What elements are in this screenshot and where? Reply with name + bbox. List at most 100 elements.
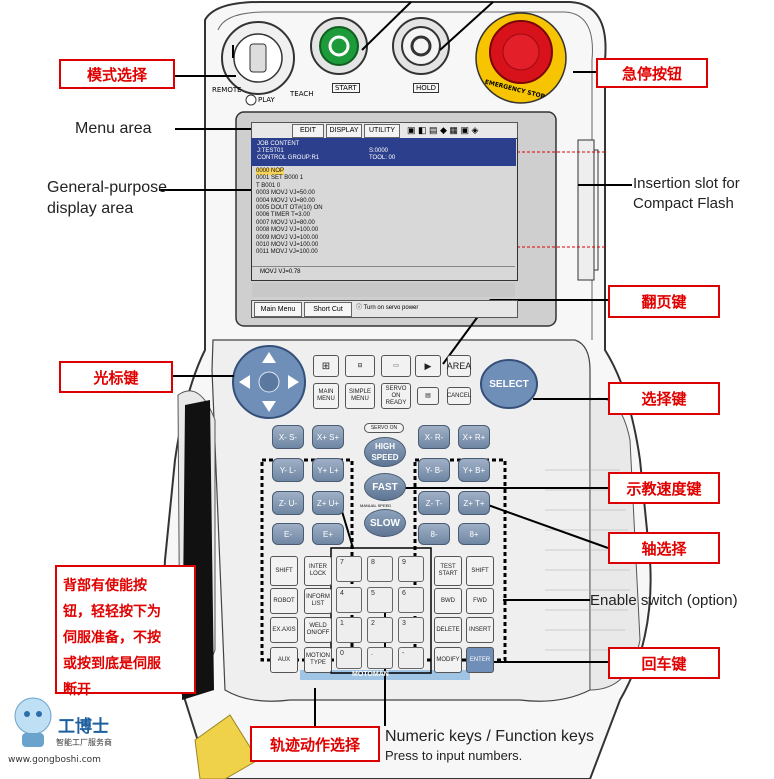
slow-key[interactable]: SLOW	[364, 509, 406, 537]
main-menu-softkey[interactable]: Main Menu	[254, 302, 302, 317]
job-header-title: JOB CONTENT	[257, 141, 300, 147]
num-key-5[interactable]: 5	[367, 587, 393, 613]
axis-key-zt-plus[interactable]: Z+ T+	[458, 491, 490, 515]
callout-emergency-stop: 急停按钮	[596, 58, 708, 88]
modify-key[interactable]: MODIFY	[434, 647, 462, 673]
job-line[interactable]: 0011 MOVJ VJ=100.00	[256, 249, 318, 256]
coord-key[interactable]: ⊟	[345, 355, 375, 377]
watermark-url: www.gongboshi.com	[8, 755, 101, 765]
callout-select-key: 选择键	[608, 382, 720, 415]
status-message-text: Turn on servo power	[363, 305, 419, 311]
axis-key-xr-plus[interactable]: X+ R+	[458, 425, 490, 449]
axis-key-zu-plus[interactable]: Z+ U+	[312, 491, 344, 515]
insert-key[interactable]: INSERT	[466, 617, 494, 643]
job-line[interactable]: 0005 DOUT OT#(10) ON	[256, 205, 323, 212]
mode-selector-switch[interactable]	[222, 22, 294, 94]
job-line[interactable]: 0007 MOVJ VJ=80.00	[256, 219, 315, 226]
num-key-2[interactable]: 2	[367, 617, 393, 643]
job-line[interactable]: 0006 TIMER T=3.00	[256, 212, 310, 219]
bwd-key[interactable]: BWD	[434, 588, 462, 614]
num-key-6[interactable]: 6	[398, 587, 424, 613]
label-insertion-slot-2: Compact Flash	[633, 195, 734, 212]
num-key-dot[interactable]: .	[367, 647, 393, 669]
num-key-4[interactable]: 4	[336, 587, 362, 613]
axis-key-yb-plus[interactable]: Y+ B+	[458, 458, 490, 482]
ex-axis-key[interactable]: EX.AXIS	[270, 617, 298, 643]
watermark-sub: 智能工厂服务商	[56, 738, 112, 747]
assist-key[interactable]: ▤	[417, 387, 439, 405]
job-header-group: CONTROL GROUP:R1	[257, 155, 320, 161]
test-start-key[interactable]: TEST START	[434, 556, 462, 586]
menu-edit-button[interactable]: EDIT	[292, 124, 324, 138]
label-general-display-2: display area	[47, 200, 134, 217]
emergency-stop-button[interactable]	[476, 13, 566, 103]
multi-key[interactable]: ⊞	[313, 355, 339, 377]
num-key-0[interactable]: 0	[336, 647, 362, 669]
axis-key-zu-minus[interactable]: Z- U-	[272, 491, 304, 515]
job-line[interactable]: 0004 MOVJ VJ=80.00	[256, 197, 315, 204]
select-key[interactable]: SELECT	[489, 378, 529, 390]
axis-key-8-plus[interactable]: 8+	[458, 523, 490, 545]
status-message: ⓘ Turn on servo power	[356, 302, 506, 315]
job-header-tool: TOOL: 00	[369, 155, 396, 161]
cancel-key[interactable]: CANCEL	[447, 387, 471, 405]
fwd-key[interactable]: FWD	[466, 588, 494, 614]
job-line[interactable]: T B001 0	[256, 182, 281, 189]
num-key-1[interactable]: 1	[336, 617, 362, 643]
menu-area: EDIT DISPLAY UTILITY ▣ ◧ ▤ ◆ ▦ ▣ ◈	[251, 122, 518, 140]
menu-utility-button[interactable]: UTILITY	[364, 124, 400, 138]
num-key-7[interactable]: 7	[336, 556, 362, 582]
page-key[interactable]: ▶	[415, 355, 441, 377]
axis-key-zt-minus[interactable]: Z- T-	[418, 491, 450, 515]
fast-key[interactable]: FAST	[364, 473, 406, 501]
job-lines: 0000 NOP 0001 SET B000 1 T B001 0 0003 M…	[256, 168, 323, 257]
main-menu-key[interactable]: MAIN MENU	[313, 383, 339, 409]
display-key[interactable]: ▭	[381, 355, 411, 377]
axis-key-e-plus[interactable]: E+	[312, 523, 344, 545]
simple-menu-key[interactable]: SIMPLE MENU	[345, 383, 375, 409]
axis-key-xr-minus[interactable]: X- R-	[418, 425, 450, 449]
axis-key-yl-minus[interactable]: Y- L-	[272, 458, 304, 482]
num-key-3[interactable]: 3	[398, 617, 424, 643]
display-gap	[252, 283, 515, 297]
aux-key[interactable]: AUX	[270, 647, 298, 673]
axis-key-yb-minus[interactable]: Y- B-	[418, 458, 450, 482]
job-line[interactable]: 0003 MOVJ VJ=50.00	[256, 190, 315, 197]
num-key-9[interactable]: 9	[398, 556, 424, 582]
menu-display-button[interactable]: DISPLAY	[326, 124, 362, 138]
delete-key[interactable]: DELETE	[434, 617, 462, 643]
motion-type-key[interactable]: MOTION TYPE	[304, 647, 332, 673]
axis-key-8-minus[interactable]: 8-	[418, 523, 450, 545]
select-key-body	[480, 359, 538, 409]
interlock-key[interactable]: INTER LOCK	[304, 556, 332, 586]
servo-on-ready-key[interactable]: SERVO ON READY	[381, 383, 411, 409]
area-key[interactable]: AREA	[447, 355, 471, 377]
axis-key-xs-minus[interactable]: X- S-	[272, 425, 304, 449]
watermark-brand: 工博士	[58, 717, 109, 737]
axis-key-xs-plus[interactable]: X+ S+	[312, 425, 344, 449]
job-line[interactable]: 0008 MOVJ VJ=100.00	[256, 227, 319, 234]
cursor-key[interactable]	[233, 346, 305, 418]
cable	[194, 714, 259, 779]
label-numeric-keys: Numeric keys / Function keys	[385, 728, 594, 745]
start-button[interactable]	[311, 18, 367, 74]
high-speed-key[interactable]: HIGH SPEED	[364, 437, 406, 467]
enter-key[interactable]: ENTER	[466, 647, 494, 673]
job-line[interactable]: 0000 NOP	[256, 168, 285, 176]
axis-key-yl-plus[interactable]: Y+ L+	[312, 458, 344, 482]
job-line[interactable]: 0009 MOVJ VJ=100.00	[256, 234, 319, 241]
robot-key[interactable]: ROBOT	[270, 588, 298, 614]
label-enable-switch: Enable switch (option)	[590, 592, 738, 609]
shift-right-key[interactable]: SHIFT	[466, 556, 494, 586]
axis-key-e-minus[interactable]: E-	[272, 523, 304, 545]
num-key-8[interactable]: 8	[367, 556, 393, 582]
job-line[interactable]: 0001 SET B000 1	[256, 175, 304, 182]
num-key-minus[interactable]: -	[398, 647, 424, 669]
shift-left-key[interactable]: SHIFT	[270, 556, 298, 586]
job-line[interactable]: 0010 MOVJ VJ=100.00	[256, 242, 319, 249]
callout-teach-speed: 示教速度键	[608, 472, 720, 504]
short-cut-softkey[interactable]: Short Cut	[304, 302, 352, 317]
weld-onoff-key[interactable]: WELD ON/OFF	[304, 617, 332, 643]
inform-list-key[interactable]: INFORM LIST	[304, 588, 332, 614]
hold-button[interactable]	[393, 18, 449, 74]
